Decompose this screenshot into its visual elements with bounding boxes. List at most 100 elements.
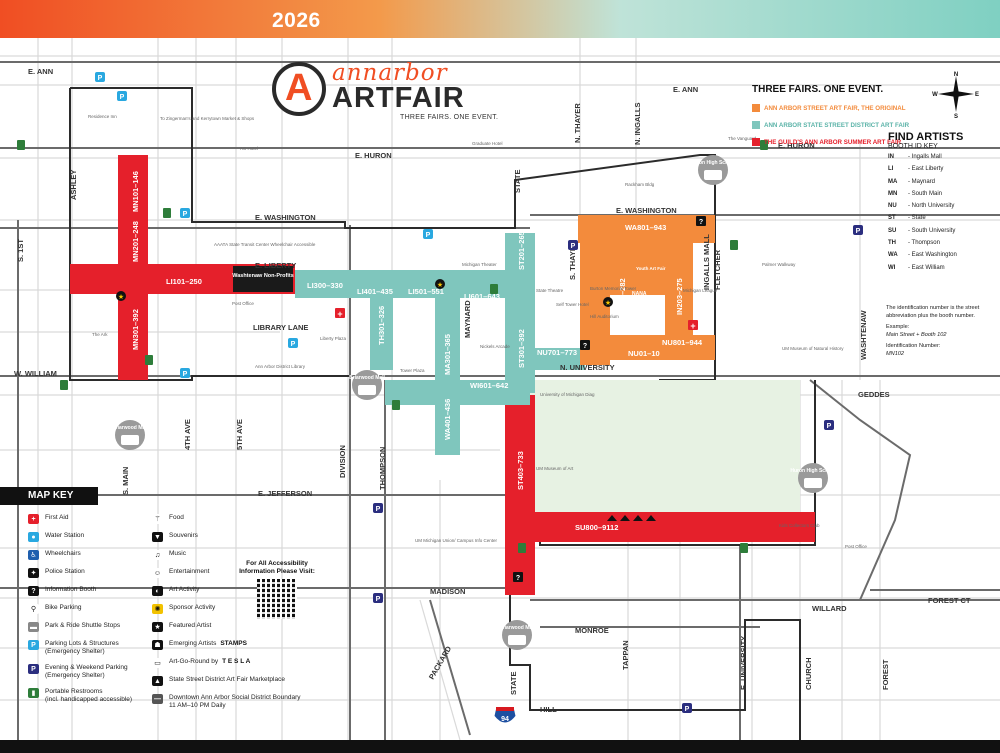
michigan-theater-label: Michigan Theater [462,262,497,267]
svg-text:+: + [337,309,342,319]
tesla-logo: T E S L A [222,658,251,665]
emerging-icon: ☗ [152,640,163,650]
masks-icon: ☺ [152,568,163,578]
map-key-label: Evening & Weekend Parking(Emergency Shel… [45,664,128,681]
street-map[interactable]: MN101–146 MN201–248 MN301–392 LI101–250 … [0,38,1000,740]
evening-parking-icon[interactable]: P [568,240,578,250]
street-geddes: GEDDES [858,390,890,399]
street-thompson: THOMPSON [378,447,387,490]
example-value: Main Street + Booth 102 [886,331,947,338]
first-aid-icon[interactable]: + [335,308,345,319]
hill-auditorium-label: Hill Auditorium [590,314,619,319]
booth-key-code: IN [888,154,894,160]
map-key-label-text: Evening & Weekend Parking [45,664,128,671]
booth-key-code: NU [888,203,897,210]
map-key-label-text: Parking Lots & Structures [45,640,119,647]
shuttle-pin-briarwood-2[interactable]: Briarwood Mall [112,420,149,450]
evening-parking-icon[interactable]: P [853,225,863,235]
vanguard-label: The Vanguard [728,136,757,141]
parking-icon[interactable]: P [95,72,105,82]
youth-art-fair-label: Youth Art Fair [636,266,666,271]
map-key-item: —Downtown Ann Arbor Social District Boun… [152,694,301,711]
booth-li501: LI501–551 [408,287,444,296]
tshirt-icon: ▼ [152,532,163,542]
restroom-icon[interactable] [60,380,68,390]
id-number-value: MN102 [886,350,905,357]
fair-legend-item: ANN ARBOR STREET ART FAIR, THE ORIGINAL [752,104,922,112]
map-key-item: ✺Sponsor Activity [152,604,215,614]
map-key-title: MAP KEY [0,487,98,505]
street-e-jefferson: E. JEFFERSON [258,489,312,498]
first-aid-icon[interactable]: + [688,320,698,331]
parking-icon[interactable]: P [117,91,127,101]
year-label: 2026 [272,9,321,32]
tower-plaza-label: Tower Plaza [400,368,425,373]
map-key-sublabel: 11 AM–10 PM Daily [169,702,226,710]
parking-icon[interactable]: P [180,208,190,218]
qr-code-icon[interactable] [257,579,297,620]
evening-parking-icon[interactable]: P [373,593,383,603]
street-s-thayer: S. THAYER [568,240,577,280]
shuttle-pin-briarwood-1[interactable]: Briarwood Mall [349,370,386,400]
shuttle-pin-huron-1[interactable]: Huron High School [690,155,736,185]
map-key-item: ◐Art Activity [152,586,199,596]
restroom-icon[interactable] [760,140,768,150]
restroom-icon[interactable] [163,208,171,218]
svg-text:Huron High School: Huron High School [690,160,736,166]
booth-st403: ST403–733 [516,451,525,490]
logo-mark-icon: A [272,62,326,116]
booth-mn301: MN301–392 [131,309,140,350]
booth-key-row: MA- Maynard [888,179,998,191]
street-e-liberty: E. LIBERTY [255,261,296,270]
nana-label: NANA [632,291,647,297]
university-diag-area [530,380,800,520]
map-key-label: Portable Restrooms(incl. handicapped acc… [45,688,132,705]
map-key-label: Featured Artist [169,622,211,630]
information-booth-icon[interactable]: ? [696,216,706,226]
shuttle-pin-briarwood-3[interactable]: Briarwood Mall [499,620,536,650]
map-key-label: Police Station [45,568,85,576]
parking-icon[interactable]: P [288,338,298,348]
restroom-icon[interactable] [145,355,153,365]
booth-in203: IN203–275 [675,278,684,315]
map-key-item: ●Water Station [28,532,84,542]
map-key-sublabel: (Emergency Shelter) [45,648,105,656]
map-key-label: Parking Lots & Structures(Emergency Shel… [45,640,119,657]
svg-text:P: P [827,423,832,430]
map-key-item: ▮ Portable Restrooms(incl. handicapped ac… [28,688,132,705]
food-icon: ⚚ [152,514,163,524]
parking-icon[interactable]: P [180,368,190,378]
parking-icon: P [28,640,39,650]
booth-key-code: TH [888,240,896,247]
map-key-item: ☺Entertainment [152,568,209,578]
parking-icon[interactable]: P [423,229,433,239]
information-booth-icon[interactable]: ? [580,340,590,350]
map-key-label: Food [169,514,184,522]
street-state-south: STATE [509,672,518,695]
booth-su800: SU800–9112 [575,523,618,532]
restroom-icon[interactable] [17,140,25,150]
evening-parking-icon[interactable]: P [682,703,692,713]
restroom-icon[interactable] [392,400,400,410]
restroom-icon[interactable] [490,284,498,294]
restroom-icon[interactable] [740,543,748,553]
booth-st301: ST301–392 [517,329,526,368]
restroom-icon: ▮ [28,688,39,698]
street-e-university: E. UNIVERSITY [739,636,748,690]
street-e-washington-east: E. WASHINGTON [616,206,677,215]
information-booth-icon[interactable]: ? [513,572,523,582]
fair-legend-item: ANN ARBOR STATE STREET DISTRICT ART FAIR [752,121,922,129]
evening-parking-icon[interactable]: P [824,420,834,430]
booth-key-name: - North University [908,203,955,210]
booth-key-name: - South Main [908,190,943,197]
restroom-icon[interactable] [730,240,738,250]
graduate-hotel-label: Graduate Hotel [472,141,503,146]
booth-li401: LI401–435 [357,287,393,296]
svg-text:P: P [426,232,431,239]
evening-parking-icon[interactable]: P [373,503,383,513]
shuttle-pin-huron-2[interactable]: Huron High School [790,463,836,493]
transit-center-label: AAATA State Transit Center Wheelchair Ac… [214,242,316,247]
booth-key-row: MN- South Main [888,191,998,203]
map-key-label-text: Wheelchairs [45,550,81,557]
restroom-icon[interactable] [518,543,526,553]
